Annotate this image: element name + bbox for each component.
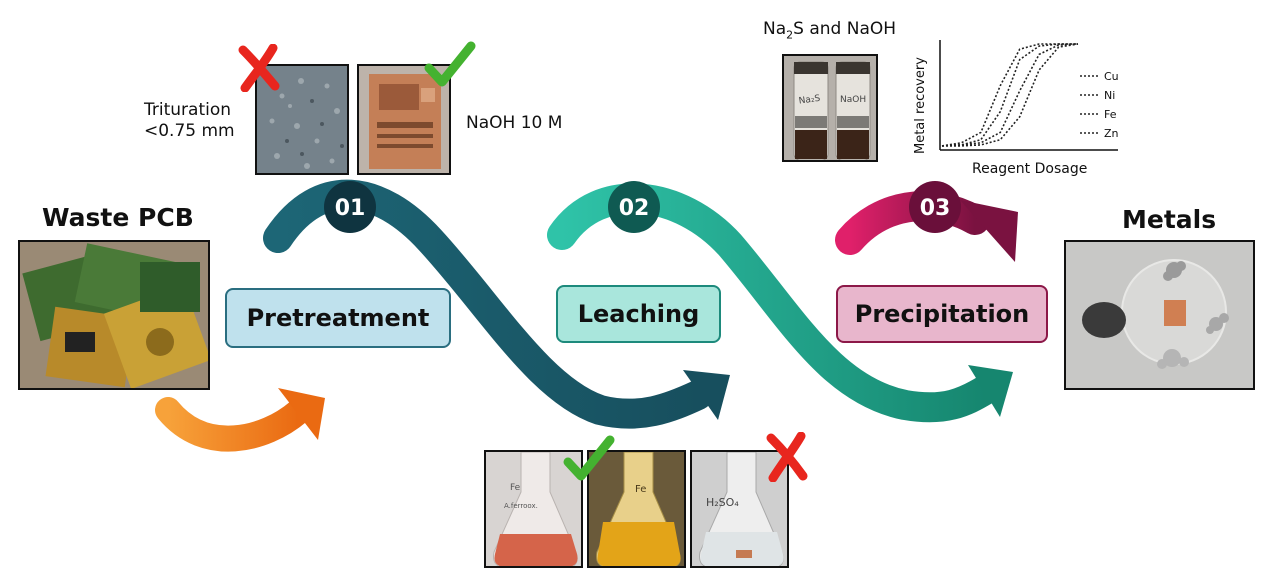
- svg-text:NaOH: NaOH: [840, 95, 866, 105]
- trituration-cross-icon: [238, 44, 280, 92]
- pretreatment-stage-box: Pretreatment: [225, 288, 451, 348]
- naoh-check-icon: [424, 41, 476, 87]
- pretreatment-stage-label: Pretreatment: [246, 304, 430, 332]
- step-number-02: 02: [619, 196, 650, 221]
- chart-xlabel: Reagent Dosage: [972, 161, 1087, 177]
- chart-series-fe: [941, 43, 1079, 147]
- legend-label-ni: Ni: [1104, 89, 1115, 102]
- trituration-label-line2: <0.75 mm: [144, 121, 235, 141]
- flask-ferric-bacteria-photo: Fe A.ferroox.: [484, 450, 583, 568]
- metals-title: Metals: [1122, 205, 1217, 234]
- reagent-na: Na: [763, 19, 787, 39]
- reagent-subscript: 2: [786, 28, 794, 42]
- step-badge-03: [909, 181, 961, 233]
- naoh-treated-pcb-photo: [357, 64, 451, 175]
- legend-label-cu: Cu: [1104, 70, 1119, 83]
- leaching-stage-box: Leaching: [556, 285, 721, 343]
- flask-ferric-photo: Fe: [587, 450, 686, 568]
- step-badge-02: [608, 181, 660, 233]
- reagent-rest: S and NaOH: [793, 19, 897, 39]
- input-arrow: [155, 397, 311, 452]
- precipitation-stage-box: Precipitation: [836, 285, 1048, 343]
- chart-series-cu: [941, 43, 1078, 147]
- trituration-label-line1: Trituration: [144, 100, 232, 120]
- chart-series-group: [941, 43, 1079, 147]
- svg-text:A.ferroox.: A.ferroox.: [504, 502, 538, 510]
- step-number-03: 03: [920, 196, 951, 221]
- leaching-stage-label: Leaching: [577, 300, 700, 328]
- svg-text:Fe: Fe: [510, 483, 521, 493]
- waste-pcb-title: Waste PCB: [42, 203, 194, 232]
- legend-label-zn: Zn: [1104, 127, 1119, 140]
- step-number-01: 01: [335, 196, 366, 221]
- svg-text:Fe: Fe: [635, 484, 646, 495]
- step-badge-01: [324, 181, 376, 233]
- svg-text:H₂SO₄: H₂SO₄: [706, 496, 739, 509]
- leaching-check-icon: [563, 435, 615, 481]
- trituration-label: Trituration <0.75 mm: [144, 100, 235, 142]
- chart-series-ni: [941, 43, 1078, 147]
- precipitation-arrow-head: [960, 200, 1018, 262]
- chart-series-zn: [942, 43, 1079, 147]
- precipitation-vials-photo: Na₂S NaOH: [782, 54, 878, 162]
- sulfuric-acid-cross-icon: [766, 432, 808, 482]
- waste-pcb-photo: [18, 240, 210, 390]
- leaching-arrow-head: [968, 365, 1013, 417]
- flask-sulfuric-acid-photo: H₂SO₄: [690, 450, 789, 568]
- recovered-metals-photo: [1064, 240, 1255, 390]
- naoh-label: NaOH 10 M: [466, 113, 563, 133]
- pretreatment-arrow-head: [683, 370, 730, 420]
- legend-label-fe: Fe: [1104, 108, 1117, 121]
- precipitation-stage-label: Precipitation: [854, 300, 1030, 328]
- input-arrow-head: [278, 388, 325, 440]
- chart-ylabel: Metal recovery: [913, 57, 928, 154]
- reagents-label: Na2S and NaOH: [763, 19, 896, 45]
- svg-text:Na₂S: Na₂S: [798, 94, 821, 107]
